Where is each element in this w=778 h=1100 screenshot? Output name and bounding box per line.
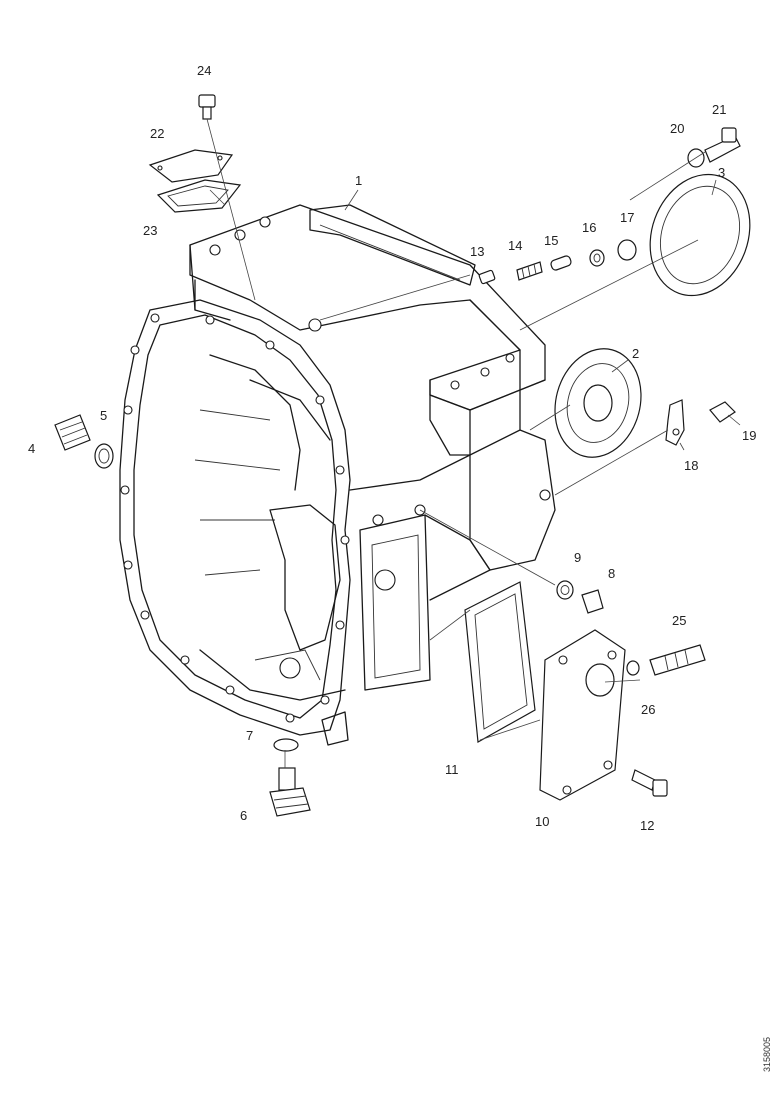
sensor-25-26: [626, 644, 706, 676]
callout-24: 24: [197, 63, 211, 78]
callout-11: 11: [445, 762, 459, 777]
bolt-washer-20-21: [687, 127, 741, 168]
callout-14: 14: [508, 238, 522, 253]
callout-4: 4: [28, 441, 35, 456]
transmission-housing: [119, 204, 556, 746]
gasket-ring-3: [649, 173, 751, 297]
callout-5: 5: [100, 408, 107, 423]
callout-1: 1: [355, 173, 362, 188]
callout-12: 12: [640, 818, 654, 833]
cover-plate-22: [148, 149, 234, 183]
callout-18: 18: [684, 458, 698, 473]
callout-2: 2: [632, 346, 639, 361]
gasket-11: [464, 581, 536, 743]
callout-16: 16: [582, 220, 596, 235]
callout-6: 6: [240, 808, 247, 823]
drain-plug-6-7: [269, 738, 311, 817]
plug-washer-8-9: [556, 580, 604, 614]
callout-19: 19: [742, 428, 756, 443]
side-cover-10: [539, 629, 626, 801]
small-parts-13-17: [478, 239, 637, 285]
callout-labels: 1 2 3 4 5 6 7 8 9 10 11 12 13 14 15 16 1…: [28, 63, 756, 833]
callout-3: 3: [718, 165, 725, 180]
callout-13: 13: [470, 244, 484, 259]
callout-23: 23: [143, 223, 157, 238]
callout-22: 22: [150, 126, 164, 141]
bracket-bolt-18-19: [665, 399, 736, 446]
bolt-24: [198, 94, 256, 301]
callout-17: 17: [620, 210, 634, 225]
callout-7: 7: [246, 728, 253, 743]
leader-lines: [209, 151, 741, 768]
bolt-12: [631, 769, 668, 797]
callout-15: 15: [544, 233, 558, 248]
callout-20: 20: [670, 121, 684, 136]
callout-9: 9: [574, 550, 581, 565]
oil-seal-2: [554, 348, 642, 458]
callout-25: 25: [672, 613, 686, 628]
reference-code: 3158005: [762, 1036, 772, 1072]
callout-8: 8: [608, 566, 615, 581]
cover-gasket-23: [156, 179, 242, 213]
callout-21: 21: [712, 102, 726, 117]
plug-seal-4-5: [54, 414, 114, 469]
callout-26: 26: [641, 702, 655, 717]
callout-10: 10: [535, 814, 549, 829]
